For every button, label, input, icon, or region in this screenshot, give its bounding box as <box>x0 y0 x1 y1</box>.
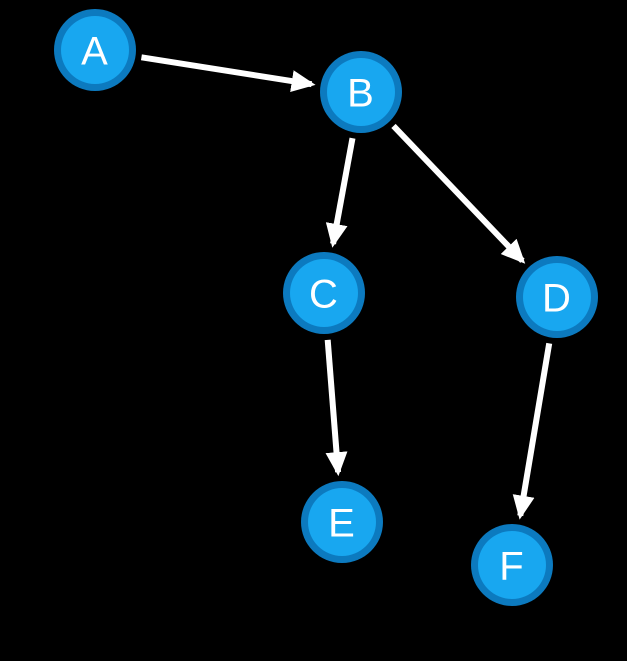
node-label: F <box>499 544 524 588</box>
node-label: B <box>347 71 375 115</box>
node-body <box>290 259 358 327</box>
edges-layer <box>140 54 553 520</box>
edge-A-B <box>140 54 316 92</box>
node-body <box>478 531 546 599</box>
graph-node-E[interactable]: E <box>301 481 383 563</box>
graph-node-D[interactable]: D <box>516 256 598 338</box>
edge-C-E <box>324 339 348 477</box>
node-body <box>523 263 591 331</box>
node-label: C <box>309 272 339 316</box>
edge-B-C <box>325 137 356 248</box>
graph-node-C[interactable]: C <box>283 252 365 334</box>
node-body <box>327 58 395 126</box>
edge-D-F <box>512 342 553 520</box>
node-label: D <box>542 276 572 320</box>
node-body <box>308 488 376 556</box>
edge-B-D <box>391 123 526 264</box>
node-body <box>61 16 129 84</box>
nodes-layer: A B C D E F <box>54 9 598 606</box>
graph-node-F[interactable]: F <box>471 524 553 606</box>
graph-node-B[interactable]: B <box>320 51 402 133</box>
node-label: A <box>81 29 109 73</box>
graph-node-A[interactable]: A <box>54 9 136 91</box>
node-label: E <box>328 501 356 545</box>
